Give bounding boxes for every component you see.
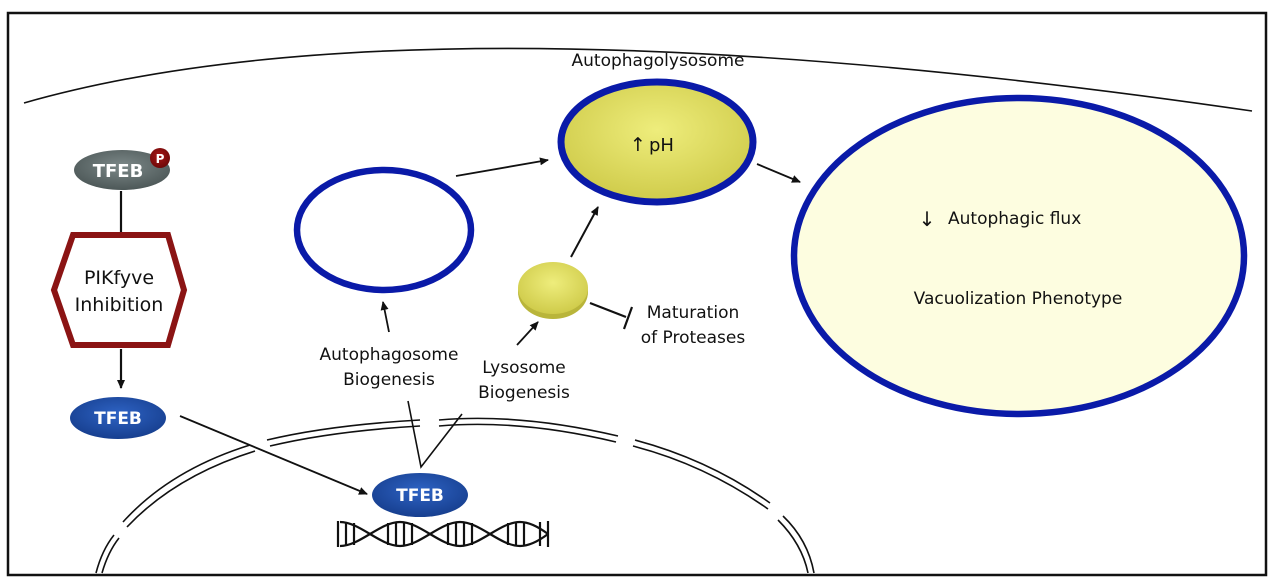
protease-maturation-line2: of Proteases [641,328,746,348]
tfeb-cytoplasmic-label: TFEB [94,409,142,429]
edge-tfeb-nuclear-translocation [179,415,368,495]
edge-tfeb-biogenesis [407,400,463,469]
autophagolysosome-title: Autophagolysosome [572,51,745,71]
edge-biogenesis-autophagosome [380,301,390,333]
autophagolysosome[interactable]: Autophagolysosome ↑ pH [557,51,757,206]
lysosome[interactable] [518,262,588,319]
phospho-badge [150,148,170,168]
vacuolization-phenotype-label: Vacuolization Phenotype [914,289,1123,309]
edge-lysosome-autophagolysosome [570,206,599,258]
lysosome-biogenesis-line1: Lysosome [482,358,566,378]
edge-autophagolysosome-vacuole [756,163,801,183]
autophagosome[interactable] [293,166,475,294]
lysosome-biogenesis-line2: Biogenesis [478,383,570,403]
dna-icon [336,520,550,548]
tfeb-phosphorylated[interactable]: TFEB P [74,148,170,190]
autophagic-flux-label: Autophagic flux [948,209,1081,229]
cell-membrane [23,47,1253,112]
edge-autophagosome-autophagolysosome [455,157,549,177]
edge-biogenesis-lysosome [516,321,539,346]
vacuole[interactable]: ↓ Autophagic flux Vacuolization Phenotyp… [790,94,1248,418]
flux-down-arrow-icon: ↓ [919,207,936,231]
edge-lysosome-proteases-inhibition [589,301,634,330]
autophagosome-biogenesis-line1: Autophagosome [320,345,459,365]
tfeb-cytoplasmic[interactable]: TFEB [70,397,166,439]
pikfyve-inhibition-node[interactable]: PIKfyve Inhibition [50,232,188,348]
ph-label: pH [649,135,674,156]
pikfyve-label-line1: PIKfyve [84,267,154,289]
autophagosome-biogenesis-line2: Biogenesis [343,370,435,390]
phospho-badge-label: P [156,152,165,166]
protease-maturation-line1: Maturation [647,303,740,323]
ph-up-arrow-icon: ↑ [630,134,646,156]
tfeb-nuclear[interactable]: TFEB [372,473,468,517]
tfeb-phosphorylated-label: TFEB [93,161,144,182]
nuclear-envelope [95,417,815,574]
pikfyve-label-line2: Inhibition [75,294,164,316]
tfeb-nuclear-label: TFEB [396,486,444,506]
